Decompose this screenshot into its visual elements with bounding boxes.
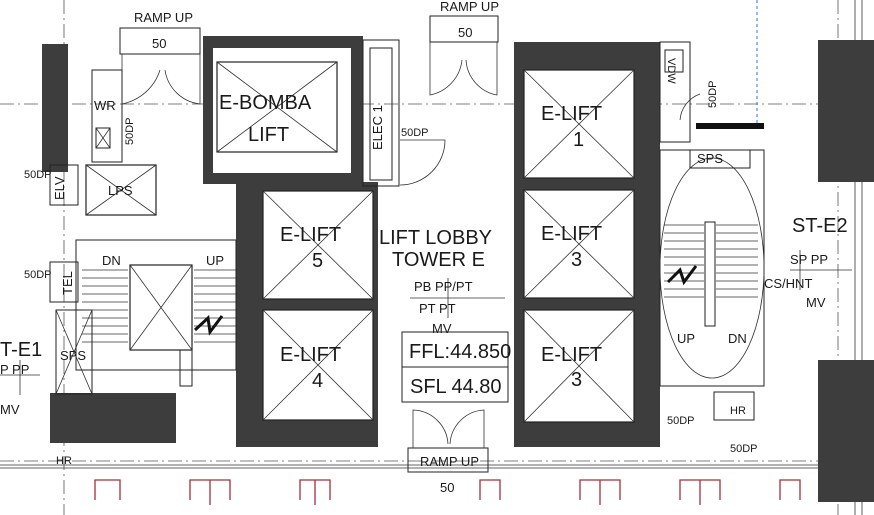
stair-e2-services: SP PP [790, 252, 828, 267]
lift-4-label: E-LIFT [280, 344, 341, 366]
ramp-up-text: RAMP UP [134, 10, 193, 25]
lift-3b-number: 3 [571, 369, 582, 391]
lift-4-number: 4 [312, 370, 323, 392]
ramp-value-text: 50 [440, 480, 454, 495]
bomba-lift-label-line2: LIFT [248, 124, 289, 146]
ramp-up-text: RAMP UP [440, 0, 499, 14]
dp-label: 50DP [24, 169, 52, 181]
lps-label: LPS [108, 183, 133, 198]
sps-label-left: SPS [60, 348, 86, 363]
ramp-label-top-left: RAMP UP 50 [134, 10, 193, 51]
dp-label: 50DP [124, 117, 136, 145]
elv-label: ELV [52, 176, 67, 200]
wr-label: WR [94, 98, 116, 113]
stair-e2-mv: MV [806, 295, 826, 310]
tel-label: TEL [60, 271, 75, 295]
lift-1-number: 1 [573, 129, 584, 151]
ffl-level: FFL:44.850 [409, 341, 511, 363]
lift-3a-label: E-LIFT [541, 223, 602, 245]
stair-e1-title: T-E1 [0, 339, 42, 361]
dp-label: 50DP [24, 269, 52, 281]
stair-e2-services-2: CS/HNT [764, 276, 812, 291]
ramp-label-top-center: RAMP UP 50 [440, 0, 499, 40]
stair-dn-left: DN [102, 253, 121, 268]
ramp-label-bottom: RAMP UP 50 [420, 454, 479, 495]
hose-reel-left: HR [56, 455, 72, 467]
elec-room-label: ELEC 1 [370, 105, 385, 150]
dp-label: 50DP [707, 80, 719, 108]
linework [0, 15, 852, 505]
lift-5-number: 5 [312, 250, 323, 272]
ramp-value-text: 50 [152, 36, 166, 51]
ramp-value-text: 50 [458, 25, 472, 40]
stair-up-right: UP [677, 331, 695, 346]
sfl-level: SFL 44.80 [410, 376, 502, 398]
dp-label: 50DP [730, 443, 758, 455]
lobby-services-row2: PT PT [419, 301, 456, 316]
dp-label: 50DP [401, 127, 429, 139]
lobby-services-row1: PB PP/PT [414, 279, 473, 294]
dp-label: 50DP [667, 415, 695, 427]
lobby-mv: MV [432, 321, 452, 336]
lift-3a-number: 3 [571, 249, 582, 271]
sps-label-right: SPS [697, 151, 723, 166]
lift-shafts [85, 61, 635, 423]
stair-e2-title: ST-E2 [792, 215, 848, 237]
lift-1-label: E-LIFT [541, 103, 602, 125]
ramp-up-text: RAMP UP [420, 454, 479, 469]
lobby-title-line2: TOWER E [392, 249, 485, 271]
stair-up-left: UP [206, 253, 224, 268]
lobby-title-line1: LIFT LOBBY [379, 227, 492, 249]
stair-e1-mv: MV [0, 402, 20, 417]
lift-5-label: E-LIFT [280, 224, 341, 246]
hose-reel-right: HR [730, 405, 746, 417]
lift-3b-label: E-LIFT [541, 344, 602, 366]
stair-e1-services: P PP [0, 362, 29, 377]
vdw-label: VDW [665, 58, 677, 84]
stair-dn-right: DN [728, 331, 747, 346]
bomba-lift-label-line1: E-BOMBA [219, 92, 312, 114]
